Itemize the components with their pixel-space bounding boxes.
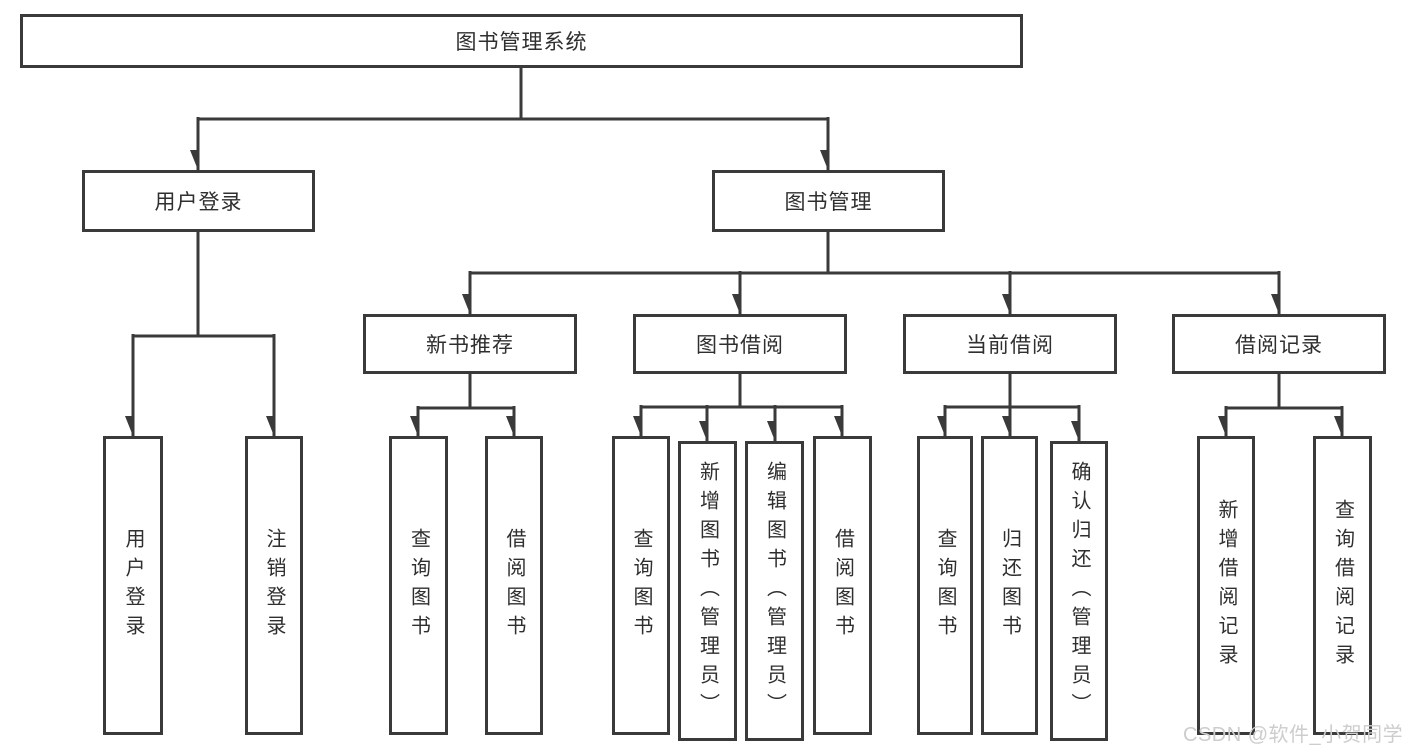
node-library-management-system: 图书管理系统: [20, 14, 1023, 68]
leaf-user-login: 用户登录: [103, 436, 163, 735]
leaf-label: 编辑图书（管理员）: [763, 460, 786, 722]
leaf-label: 用户登录: [122, 527, 144, 644]
node-current-borrowing: 当前借阅: [903, 314, 1117, 374]
connector-borrow-record-branch: [1226, 374, 1344, 436]
leaf-label: 确认归还（管理员）: [1068, 460, 1090, 722]
node-book-management: 图书管理: [712, 170, 945, 232]
leaf-query-books-3: 查询图书: [917, 436, 973, 735]
leaf-add-books-admin: 新增图书（管理员）: [678, 441, 737, 741]
connector-book-borrow-branch: [641, 374, 844, 441]
leaf-query-books-1: 查询图书: [389, 436, 448, 735]
leaf-label: 查询图书: [934, 527, 956, 644]
node-new-book-recommend: 新书推荐: [363, 314, 577, 374]
leaf-add-borrow-record: 新增借阅记录: [1197, 436, 1255, 735]
watermark: CSDN @软件_小贺同学: [1183, 724, 1404, 746]
leaf-label: 注销登录: [263, 527, 285, 644]
leaf-label: 借阅图书: [831, 527, 854, 644]
connector-root-to-level2: [198, 68, 830, 170]
leaf-label: 查询图书: [407, 527, 430, 644]
leaf-edit-books-admin: 编辑图书（管理员）: [745, 441, 804, 741]
leaf-label: 新增借阅记录: [1215, 498, 1237, 673]
connector-user-login-branch: [133, 232, 276, 436]
node-borrowing-records: 借阅记录: [1172, 314, 1386, 374]
leaf-label: 查询借阅记录: [1331, 498, 1354, 673]
leaf-query-borrow-record: 查询借阅记录: [1313, 436, 1372, 735]
connector-book-management-branch: [470, 232, 1281, 314]
leaf-borrow-books-2: 借阅图书: [813, 436, 872, 735]
node-user-login: 用户登录: [82, 170, 315, 232]
leaf-borrow-books-1: 借阅图书: [485, 436, 543, 735]
leaf-label: 新增图书（管理员）: [696, 460, 719, 722]
leaf-label: 查询图书: [630, 527, 652, 644]
leaf-label: 归还图书: [998, 527, 1021, 644]
leaf-return-books: 归还图书: [981, 436, 1038, 735]
leaf-query-books-2: 查询图书: [612, 436, 670, 735]
leaf-confirm-return-admin: 确认归还（管理员）: [1050, 441, 1108, 741]
node-book-borrowing: 图书借阅: [633, 314, 847, 374]
connector-current-borrow-branch: [945, 374, 1081, 441]
leaf-logout: 注销登录: [245, 436, 303, 735]
connector-new-book-branch: [418, 374, 516, 436]
leaf-label: 借阅图书: [503, 527, 525, 644]
